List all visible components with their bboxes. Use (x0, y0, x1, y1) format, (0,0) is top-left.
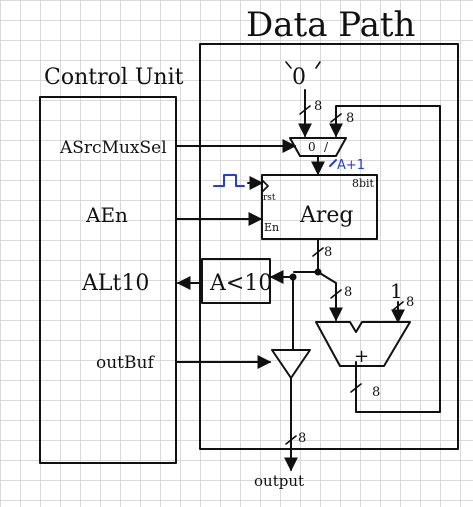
bus-width-2: 8 (346, 111, 354, 126)
signal-asrcmuxsel: ASrcMuxSel (59, 138, 167, 158)
bus-width-3: 8 (324, 245, 332, 260)
adder (315, 321, 411, 367)
areg-rst-label: rst (263, 193, 276, 203)
adder-const-input: 1 (390, 279, 403, 303)
bus-tick-6 (350, 383, 362, 393)
areg-load-annotation: A+1 (337, 158, 365, 173)
annotation-tick (329, 159, 337, 167)
signal-outbuf: outBuf (96, 353, 155, 373)
bus-tick-3 (312, 247, 324, 257)
bus-width-5: 8 (406, 295, 414, 310)
bus-tick-7 (285, 435, 297, 445)
areg-to-adder-wire (317, 271, 343, 322)
adder-plus-sign: + (354, 346, 369, 367)
control-unit-title: Control Unit (44, 65, 184, 90)
const-zero-ticks (285, 61, 321, 69)
bus-width-6: 8 (372, 385, 380, 400)
comparator-box (201, 258, 271, 304)
a-register (261, 174, 378, 240)
output-label: output (254, 472, 304, 490)
bus-tick-4 (330, 289, 342, 299)
a-source-mux (289, 137, 347, 157)
datapath-title: Data Path (246, 5, 415, 45)
areg-en-label: En (264, 221, 279, 234)
clock-input-triangle (261, 179, 269, 193)
signal-alt10: ALt10 (81, 271, 149, 296)
clock-icon (213, 174, 245, 187)
areg-label: Areg (299, 203, 354, 228)
bus-width-7: 8 (298, 431, 306, 446)
signal-aen: AEn (85, 203, 128, 227)
mux-input-1-mark: / (324, 140, 329, 154)
comparator-label: A<10 (209, 271, 272, 296)
areg-width-label: 8bit (352, 177, 375, 190)
bus-width-1: 8 (314, 99, 322, 114)
bus-tick-5 (392, 301, 404, 311)
feedback-wire (329, 105, 441, 413)
bus-tick-2 (330, 113, 342, 123)
bus-tick-1 (299, 105, 311, 115)
output-buffer (271, 349, 311, 379)
datapath-box (199, 43, 459, 450)
mux-input-0-mark: 0 (308, 140, 316, 154)
control-unit-box (39, 96, 177, 464)
mux-const-input: 0 (292, 65, 306, 90)
bus-width-4: 8 (344, 285, 352, 300)
